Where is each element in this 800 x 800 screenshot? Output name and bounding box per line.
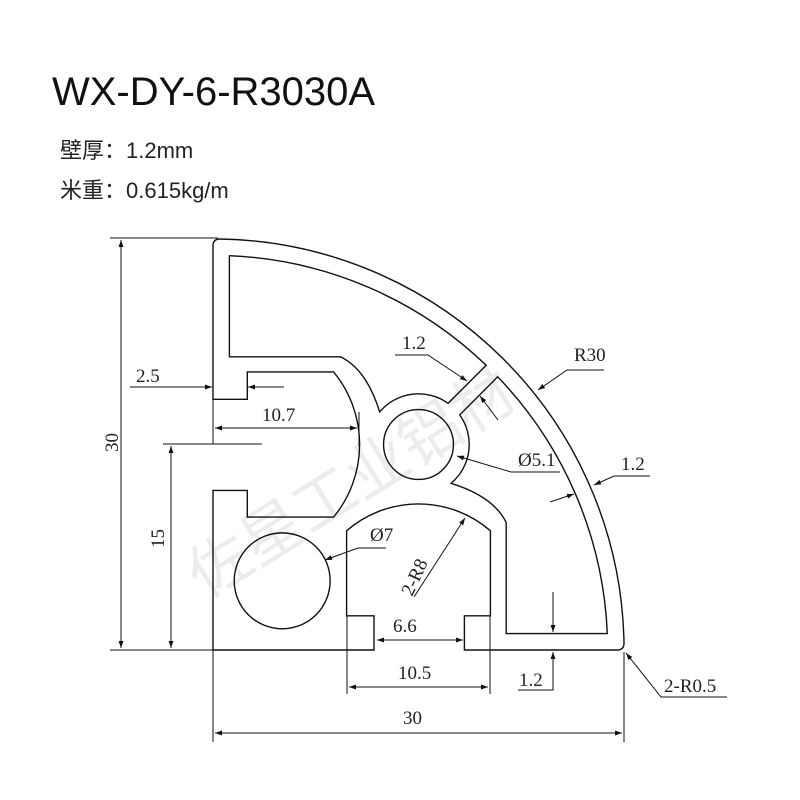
wall-thickness-spec: 壁厚：1.2mm: [60, 133, 193, 165]
dim-side-hole-leader: [324, 547, 386, 561]
dim-web-leader: [395, 354, 468, 382]
weight-label: 米重：: [60, 178, 127, 203]
dim-corner-radius-leader: [625, 652, 727, 698]
label-center-hole: Ø5.1: [518, 450, 555, 471]
label-width-30: 30: [403, 708, 422, 729]
label-bottom-wall: 1.2: [519, 670, 543, 691]
label-corner-radius: 2-R0.5: [664, 676, 716, 697]
wall-thickness-label: 壁厚：: [60, 138, 127, 163]
outer-contour: [212, 238, 625, 651]
dim-bottom-wall-leader: [518, 652, 556, 691]
dimension-labels: 30 15 2.5 10.7 1.2 R30 Ø5.1 1.2 Ø7 2-R8 …: [102, 333, 716, 729]
profile-outline: [212, 238, 625, 651]
weight-spec: 米重：0.615kg/m: [60, 173, 229, 205]
watermark-text: 佐星工业铝材: [174, 354, 528, 613]
label-height-30: 30: [102, 433, 123, 452]
label-height-15: 15: [148, 529, 169, 548]
label-slot-width: 10.7: [262, 405, 295, 426]
label-slot-opening: 6.6: [393, 616, 417, 637]
dim-slot-radius-leader: [413, 517, 466, 598]
wall-thickness-value: 1.2mm: [126, 138, 194, 163]
dim-web-arrow: [479, 395, 499, 421]
label-slot-inner-width: 10.5: [398, 663, 431, 684]
dimension-lines: [110, 237, 727, 742]
label-side-hole: Ø7: [370, 525, 393, 546]
label-web-thickness: 1.2: [402, 333, 426, 354]
label-slot-radius: 2-R8: [397, 556, 432, 599]
upper-left-cavity: [228, 255, 488, 414]
profile-model-title: WX-DY-6-R3030A: [52, 70, 376, 114]
weight-value: 0.615kg/m: [126, 178, 229, 203]
dim-outer-wall-arrow: [549, 493, 575, 503]
label-slot-depth: 2.5: [136, 366, 160, 387]
dim-outer-wall-leader: [593, 475, 650, 486]
dim-hole-leader: [456, 455, 560, 473]
label-outer-wall: 1.2: [621, 454, 645, 475]
side-hole-7: [233, 532, 331, 630]
label-outer-radius: R30: [574, 345, 606, 366]
center-hole-5-1: [382, 408, 455, 481]
dim-radius-leader: [537, 369, 604, 391]
right-cavity: [449, 375, 609, 635]
